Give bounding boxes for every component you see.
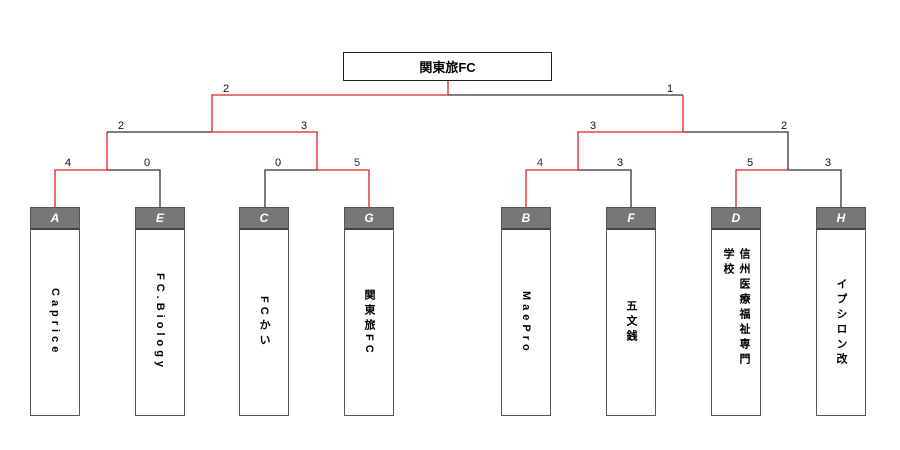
team-card: D 信州医療福祉専門学校 [711, 207, 761, 416]
seed-label: B [502, 208, 550, 230]
score: 4 [536, 157, 544, 169]
score: 3 [300, 120, 308, 132]
champion-name: 関東旅FC [419, 60, 476, 75]
score: 2 [222, 83, 230, 95]
team-card: F 五文銭 [606, 207, 656, 416]
team-name: 信州医療福祉専門学校 [722, 248, 750, 368]
champion-box: 関東旅FC [343, 52, 552, 81]
seed-label: C [240, 208, 288, 230]
score: 2 [780, 120, 788, 132]
score: 1 [666, 83, 674, 95]
seed-label: F [607, 208, 655, 230]
team-name: 関東旅FC [363, 288, 375, 357]
line-f [578, 169, 632, 207]
score: 5 [353, 157, 361, 169]
team-name: FC.Biology [154, 273, 166, 372]
team-card: E FC.Biology [135, 207, 185, 416]
score: 2 [117, 120, 125, 132]
team-card: H イプシロン改 [816, 207, 866, 416]
seed-label: E [136, 208, 184, 230]
line-e [107, 169, 161, 207]
score: 3 [824, 157, 832, 169]
team-name: 五文銭 [625, 300, 637, 345]
score: 0 [143, 157, 151, 169]
seed-label: D [712, 208, 760, 230]
team-card: G 関東旅FC [344, 207, 394, 416]
team-card: B MaePro [501, 207, 551, 416]
team-name: FCかい [258, 296, 270, 349]
team-name: イプシロン改 [835, 277, 847, 368]
team-name: MaePro [520, 290, 532, 355]
line-c [264, 169, 317, 207]
score: 3 [589, 120, 597, 132]
score: 4 [64, 157, 72, 169]
win-path-a [54, 132, 108, 207]
seed-label: G [345, 208, 393, 230]
team-card: C FCかい [239, 207, 289, 416]
team-name: Caprice [49, 288, 61, 357]
score: 0 [274, 157, 282, 169]
score: 5 [746, 157, 754, 169]
win-path-g [211, 80, 449, 207]
win-path-d [735, 169, 788, 207]
win-path-b [525, 95, 684, 207]
seed-label: A [31, 208, 79, 230]
seed-label: H [817, 208, 865, 230]
team-card: A Caprice [30, 207, 80, 416]
score: 3 [616, 157, 624, 169]
